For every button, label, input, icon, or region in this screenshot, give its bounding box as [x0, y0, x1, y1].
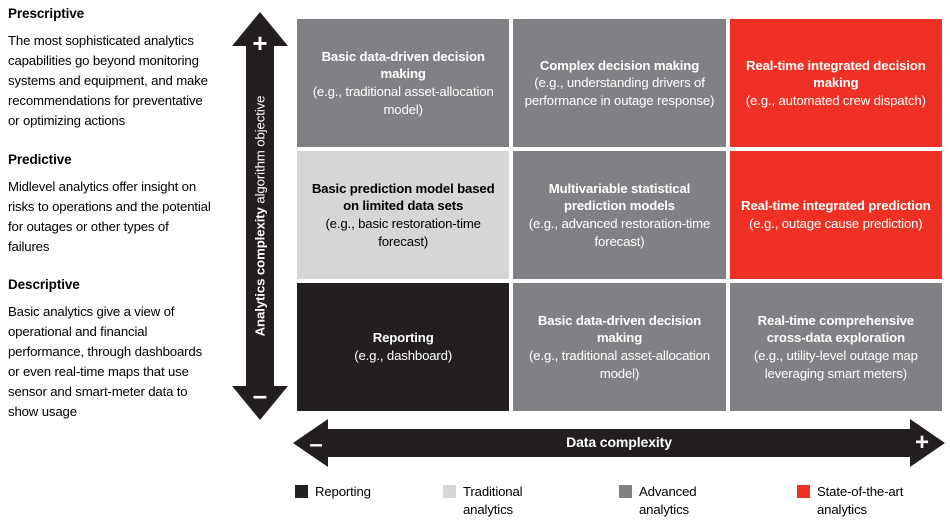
cell-content: Basic data-driven decision making (e.g.,… — [307, 48, 499, 118]
cell-content: Basic prediction model based on limited … — [307, 180, 499, 250]
analytics-capability-matrix: Basic data-driven decision making (e.g.,… — [297, 19, 942, 411]
matrix-cell-prescriptive-medium[interactable]: Complex decision making (e.g., understan… — [513, 19, 726, 147]
cell-example: (e.g., automated crew dispatch) — [745, 92, 926, 108]
matrix-cell-descriptive-medium[interactable]: Basic data-driven decision making (e.g.,… — [513, 283, 726, 411]
cell-content: Multivariable statistical prediction mod… — [523, 180, 715, 250]
cell-content: Real-time comprehensive cross-data explo… — [740, 312, 932, 382]
arrow-left-icon — [293, 419, 328, 467]
matrix-cell-descriptive-high[interactable]: Real-time comprehensive cross-data explo… — [729, 283, 942, 411]
legend-swatch-state-of-the-art-analytics — [797, 485, 810, 498]
cell-example: (e.g., utility-level outage map leveragi… — [753, 348, 918, 381]
legend-label-traditional-analytics: Traditional analytics — [463, 484, 523, 517]
cell-title: Basic data-driven decision making — [537, 312, 702, 346]
cell-example: (e.g., basic restoration-time forecast) — [325, 216, 481, 249]
cell-content: Basic data-driven decision making (e.g.,… — [523, 312, 715, 382]
y-axis-analytics-complexity: + – Analytics complexity algorithm objec… — [232, 12, 288, 420]
cell-title: Reporting — [372, 330, 434, 346]
x-axis-plus-sign: + — [914, 429, 929, 456]
y-axis-label-strong: Analytics complexity — [252, 207, 268, 337]
heading-prescriptive: Prescriptive — [8, 6, 85, 21]
heading-descriptive: Descriptive — [8, 276, 80, 292]
heading-predictive: Predictive — [8, 151, 72, 167]
cell-example: (e.g., advanced restoration-time forecas… — [528, 216, 711, 249]
cell-title: Complex decision making — [539, 57, 700, 73]
cell-title: Basic prediction model based on limited … — [311, 180, 495, 214]
y-axis-plus-sign: + — [252, 28, 268, 58]
description-block-prescriptive: Prescriptive The most sophisticated anal… — [8, 6, 213, 132]
cell-example: (e.g., traditional asset-allocation mode… — [312, 84, 494, 117]
x-axis-data-complexity: – + Data complexity — [293, 419, 945, 467]
legend-swatch-traditional-analytics — [443, 485, 456, 498]
legend: Reporting Traditional analytics Advanced… — [295, 483, 945, 519]
cell-content: Real-time integrated prediction (e.g., o… — [740, 197, 932, 232]
cell-content: Complex decision making (e.g., understan… — [523, 57, 715, 110]
legend-label-reporting: Reporting — [315, 484, 371, 499]
cell-title: Multivariable statistical prediction mod… — [548, 180, 691, 214]
cell-example: (e.g., understanding drivers of performa… — [524, 75, 715, 108]
matrix-cell-predictive-medium[interactable]: Multivariable statistical prediction mod… — [513, 151, 726, 279]
legend-label-advanced-analytics: Advanced analytics — [639, 484, 697, 517]
body-descriptive: Basic analytics give a view of operation… — [8, 304, 203, 420]
legend-item-traditional-analytics: Traditional analytics — [443, 483, 619, 519]
cell-title: Real-time integrated decision making — [746, 57, 926, 91]
cell-example: (e.g., outage cause prediction) — [749, 216, 923, 231]
y-axis-minus-sign: – — [252, 380, 268, 410]
matrix-cell-predictive-high[interactable]: Real-time integrated prediction (e.g., o… — [729, 151, 942, 279]
legend-swatch-advanced-analytics — [619, 485, 632, 498]
cell-title: Basic data-driven decision making — [321, 48, 485, 82]
matrix-cell-descriptive-low[interactable]: Reporting (e.g., dashboard) — [297, 283, 510, 411]
x-axis-label: Data complexity — [566, 434, 672, 450]
arrow-right-icon — [910, 419, 945, 467]
legend-item-advanced-analytics: Advanced analytics — [619, 483, 797, 519]
y-axis-label-light: algorithm objective — [252, 95, 268, 208]
body-predictive: Midlevel analytics offer insight on risk… — [8, 178, 211, 254]
body-prescriptive: The most sophisticated analytics capabil… — [8, 33, 208, 129]
description-block-descriptive: Descriptive Basic analytics give a view … — [8, 277, 213, 423]
cell-title: Real-time comprehensive cross-data explo… — [757, 312, 914, 346]
legend-item-reporting: Reporting — [295, 483, 443, 519]
legend-label-state-of-the-art-analytics: State-of-the-art analytics — [817, 484, 904, 517]
legend-item-state-of-the-art-analytics: State-of-the-art analytics — [797, 483, 945, 519]
cell-content: Reporting (e.g., dashboard) — [307, 329, 499, 364]
y-axis-label: Analytics complexity algorithm objective — [253, 96, 268, 337]
matrix-cell-prescriptive-high[interactable]: Real-time integrated decision making (e.… — [729, 19, 942, 147]
analytics-maturity-descriptions: Prescriptive The most sophisticated anal… — [8, 6, 213, 443]
x-axis-minus-sign: – — [309, 431, 323, 458]
arrow-up-icon — [232, 12, 288, 46]
cell-title: Real-time integrated prediction — [741, 198, 931, 214]
cell-content: Real-time integrated decision making (e.… — [740, 57, 932, 110]
y-axis-shaft — [246, 42, 274, 390]
matrix-cell-prescriptive-low[interactable]: Basic data-driven decision making (e.g.,… — [297, 19, 510, 147]
description-block-predictive: Predictive Midlevel analytics offer insi… — [8, 152, 213, 257]
arrow-down-icon — [232, 386, 288, 420]
legend-swatch-reporting — [295, 485, 308, 498]
cell-example: (e.g., traditional asset-allocation mode… — [529, 348, 710, 381]
cell-example: (e.g., dashboard) — [354, 348, 453, 363]
x-axis-shaft — [326, 429, 912, 457]
matrix-cell-predictive-low[interactable]: Basic prediction model based on limited … — [297, 151, 510, 279]
